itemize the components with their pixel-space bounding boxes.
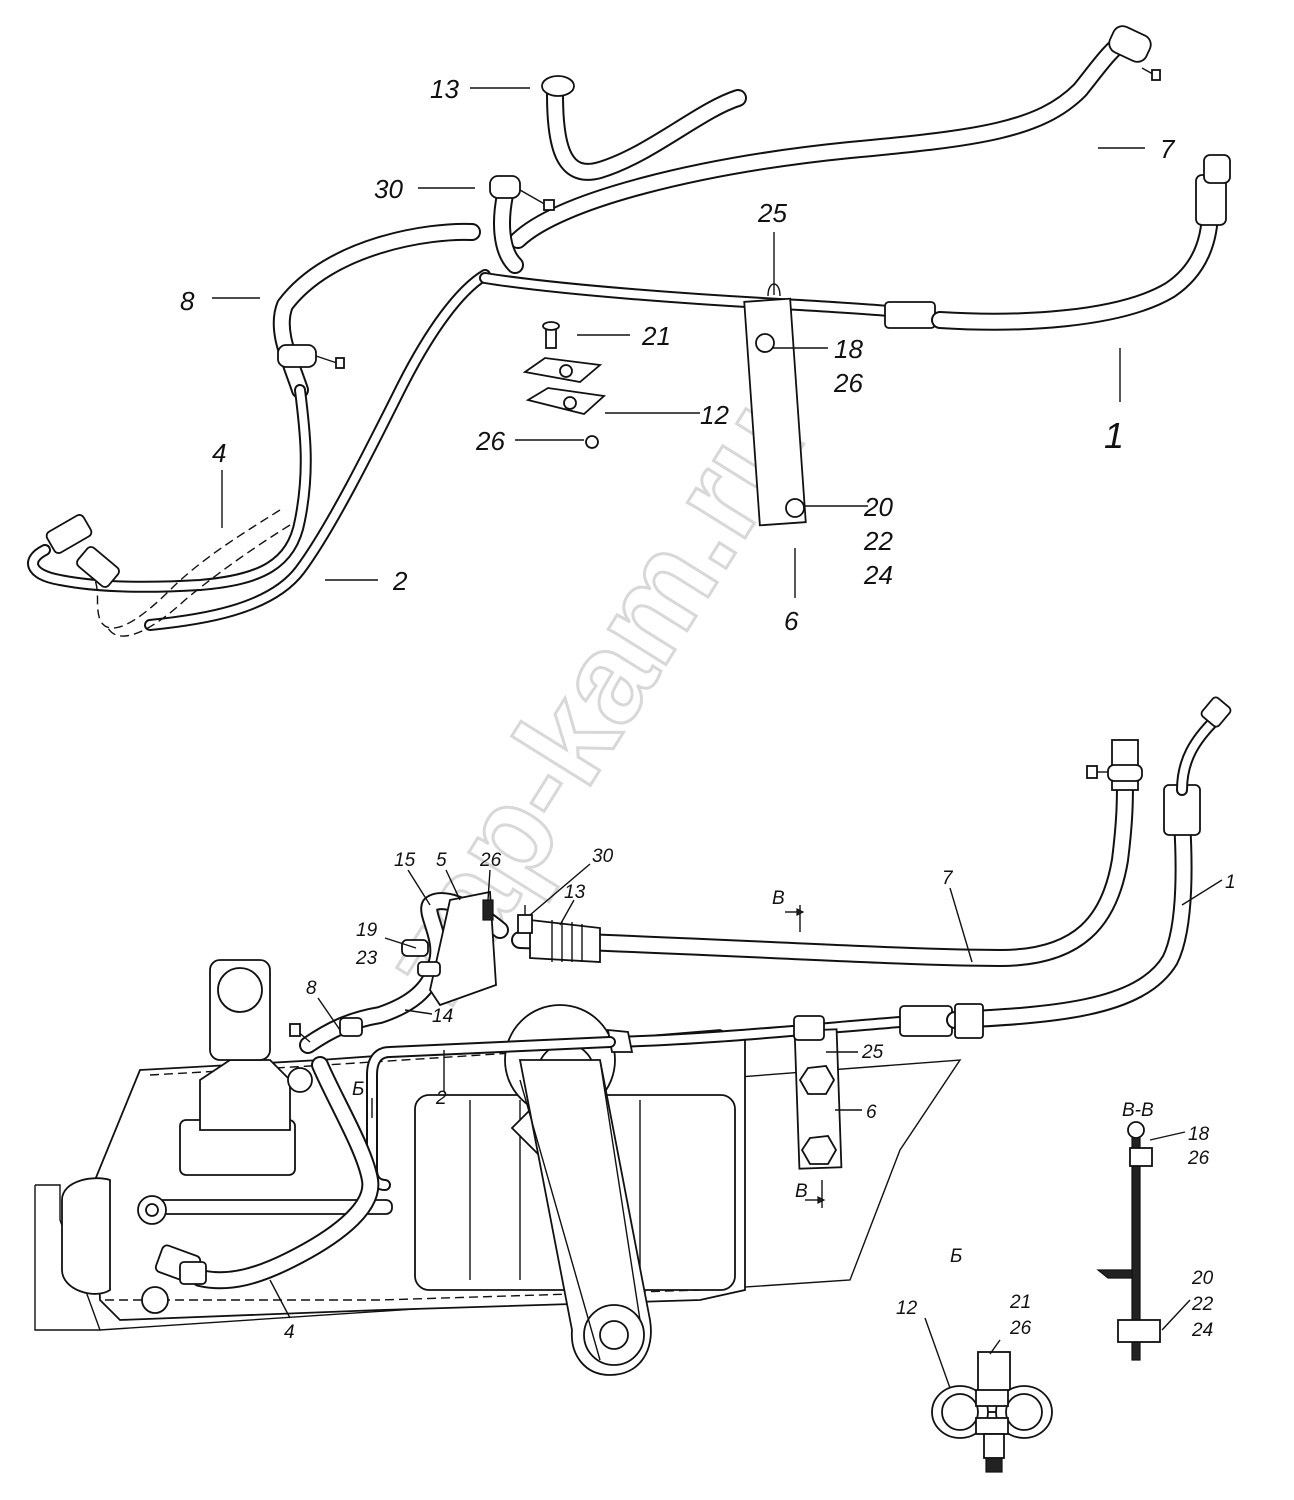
callout-24-upper: 24 — [863, 560, 893, 590]
section-mark-top: В — [772, 888, 785, 909]
pipe-4-lower — [154, 1056, 380, 1290]
callout-7-upper: 7 — [1160, 134, 1176, 164]
lower-assembly: В В Б 15 5 26 30 13 7 1 19 — [34, 696, 1236, 1376]
callout-14-lower: 14 — [432, 1006, 453, 1027]
pipe-4 — [45, 509, 291, 637]
section-mark-bottom: В — [795, 1181, 808, 1202]
hose-30 — [489, 175, 555, 274]
callout-30-lower: 30 — [592, 846, 614, 867]
callout-25-lower: 25 — [861, 1042, 884, 1063]
bracket-6 — [743, 283, 807, 527]
callout-12-upper: 12 — [700, 400, 729, 430]
callout-20-upper: 20 — [863, 492, 893, 522]
section-marks: В В Б — [352, 888, 826, 1208]
upper-assembly: 13 7 30 25 8 21 18 26 12 26 1 4 20 — [27, 25, 1231, 637]
clamp-12-exploded — [522, 321, 607, 449]
section-view-vv: В-В 18 26 20 22 24 — [1096, 1100, 1214, 1361]
bracket-6-lower — [793, 1015, 843, 1170]
callout-21-upper: 21 — [641, 321, 671, 351]
callout-18-section: 18 — [1188, 1124, 1210, 1145]
hose-7-lower — [511, 739, 1143, 967]
callout-7-lower: 7 — [942, 868, 954, 889]
lower-callouts: 15 5 26 30 13 7 1 19 23 8 14 25 2 — [269, 846, 1236, 1343]
callout-8-upper: 8 — [180, 286, 195, 316]
callout-1-upper: 1 — [1104, 415, 1124, 456]
callout-26-upper-a: 26 — [833, 368, 863, 398]
callout-19-lower: 19 — [356, 920, 378, 941]
callout-6-lower: 6 — [866, 1102, 877, 1123]
callout-2-upper: 2 — [392, 566, 408, 596]
hose-7 — [509, 25, 1161, 249]
pipe-2 — [27, 269, 491, 631]
callout-6-upper: 6 — [784, 606, 799, 636]
callout-2-lower: 2 — [435, 1088, 447, 1109]
pipe-1 — [479, 154, 1231, 331]
hose-13 — [541, 75, 747, 181]
callout-21-detail: 21 — [1009, 1292, 1031, 1313]
hose-8 — [272, 222, 481, 399]
view-mark-b: Б — [352, 1079, 364, 1100]
callout-25-upper: 25 — [757, 198, 787, 228]
callout-30-upper: 30 — [374, 174, 403, 204]
callout-26-lower: 26 — [479, 850, 502, 871]
upper-callouts: 13 7 30 25 8 21 18 26 12 26 1 4 20 — [180, 74, 1176, 636]
detail-view-b: Б 12 21 26 — [896, 1246, 1053, 1473]
callout-13-lower: 13 — [564, 882, 586, 903]
pitman-arm — [518, 1059, 652, 1376]
section-view-title: В-В — [1122, 1100, 1154, 1121]
callout-24-section: 24 — [1191, 1320, 1213, 1341]
callout-18-upper: 18 — [834, 334, 863, 364]
callout-13-upper: 13 — [430, 74, 459, 104]
detail-view-title: Б — [950, 1246, 962, 1267]
callout-23-lower: 23 — [355, 948, 378, 969]
callout-8-lower: 8 — [306, 978, 317, 999]
callout-5-lower: 5 — [436, 850, 447, 871]
callout-22-section: 22 — [1191, 1294, 1214, 1315]
callout-26-section: 26 — [1187, 1148, 1210, 1169]
callout-1-lower: 1 — [1225, 872, 1236, 893]
callout-20-section: 20 — [1191, 1268, 1214, 1289]
callout-15-lower: 15 — [394, 850, 416, 871]
pipe-1-lower — [604, 696, 1232, 1053]
callout-26-upper-b: 26 — [475, 426, 505, 456]
callout-26-detail: 26 — [1009, 1318, 1032, 1339]
callout-4-lower: 4 — [284, 1322, 295, 1343]
callout-22-upper: 22 — [863, 526, 893, 556]
callout-12-detail: 12 — [896, 1298, 918, 1319]
callout-4-upper: 4 — [212, 438, 226, 468]
